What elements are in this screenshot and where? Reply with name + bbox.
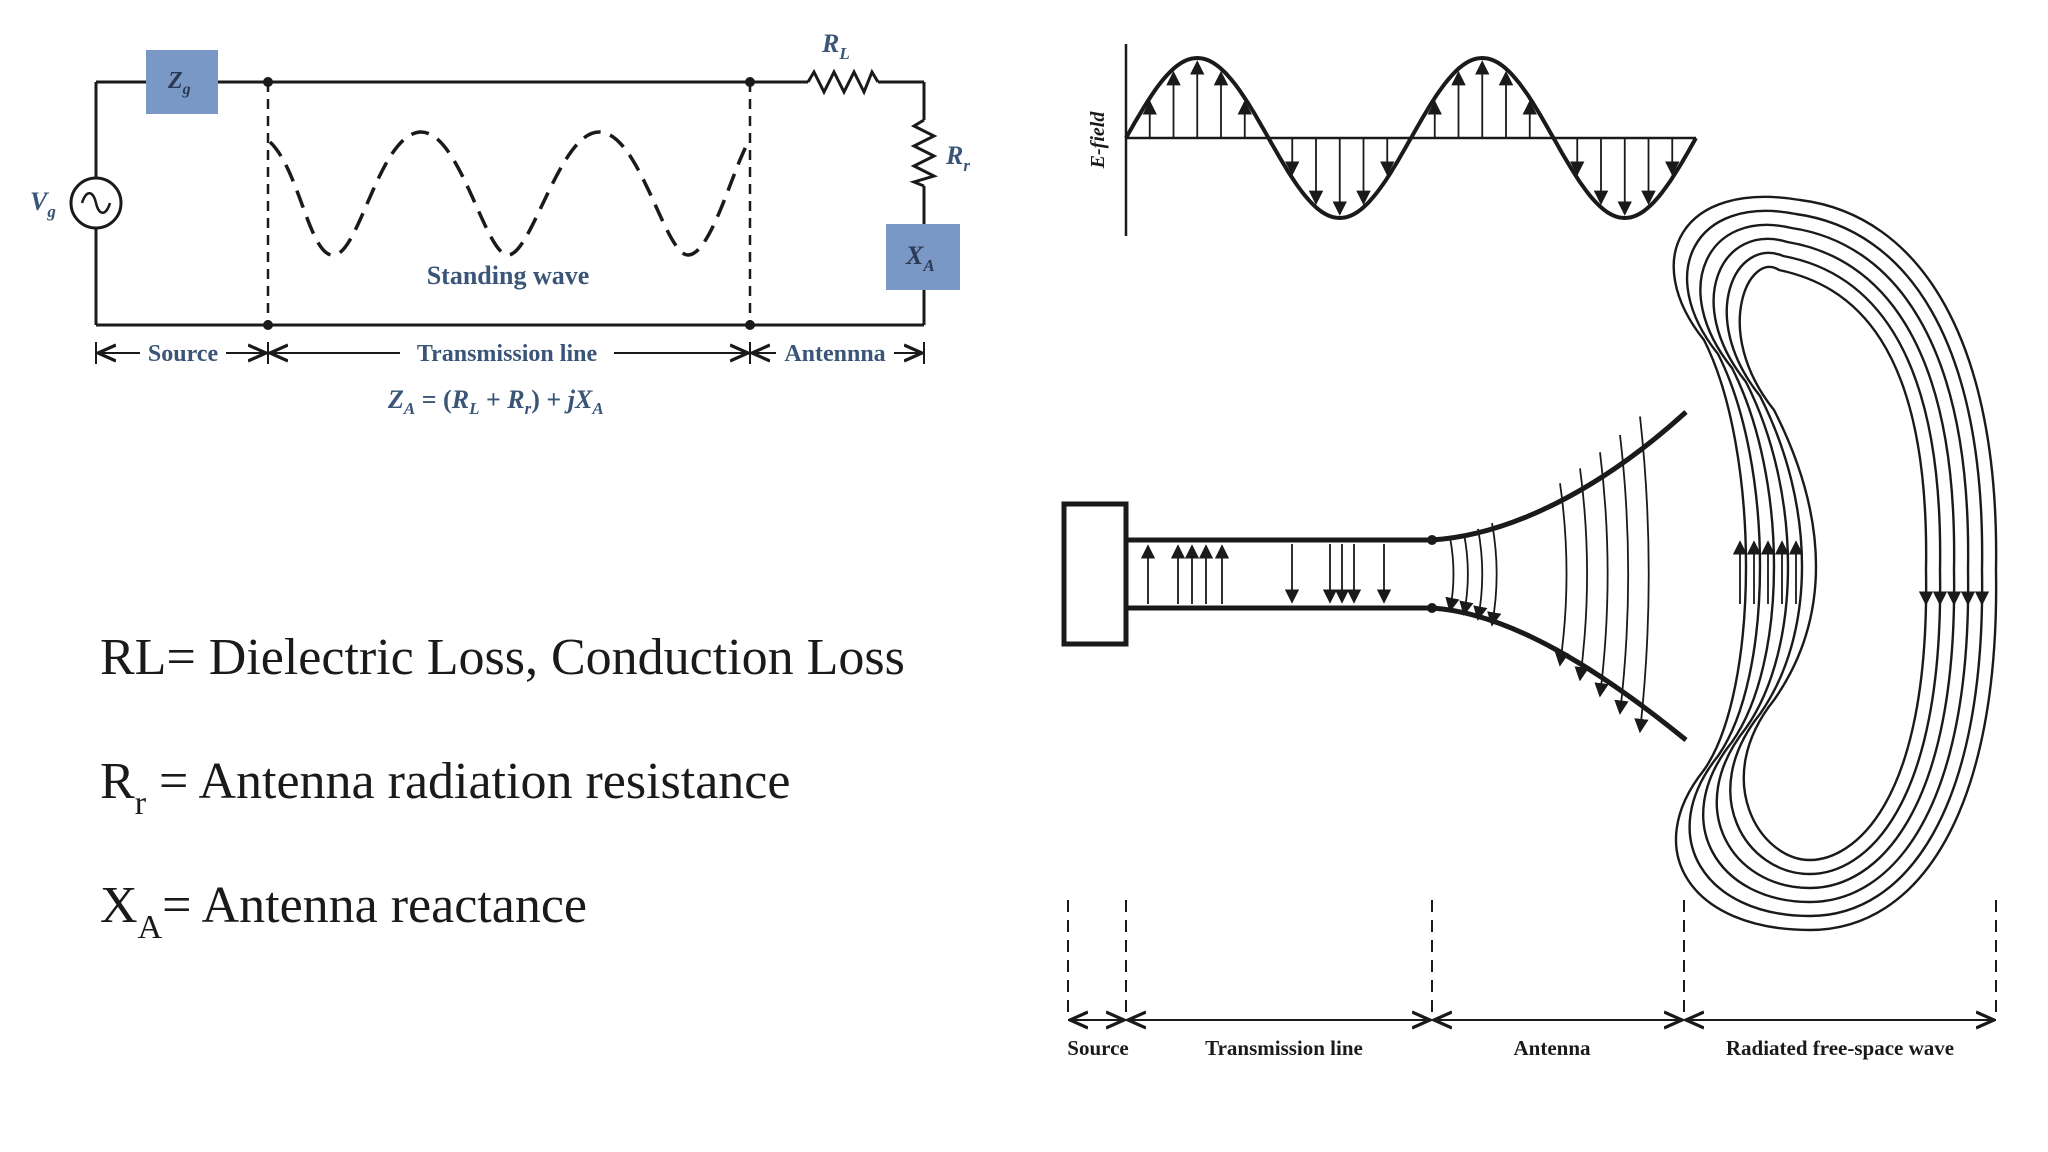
radiated-wave-loops — [1672, 195, 1998, 932]
radiated-loop — [1699, 223, 1970, 904]
definition-rl-text: RL= Dielectric Loss, Conduction Loss — [100, 629, 905, 686]
definition-rr: Rr = Antenna radiation resistance — [100, 753, 791, 821]
rr-resistor-symbol — [909, 118, 939, 188]
antenna-arc — [1634, 416, 1650, 734]
radiated-loop — [1712, 237, 1956, 890]
radiated-loop — [1738, 265, 1928, 862]
radiated-loop — [1725, 251, 1942, 876]
rr-label: Rr — [945, 141, 970, 175]
radiation-radiated-wave-label: Radiated free-space wave — [1726, 1036, 1954, 1060]
antenna-arc — [1554, 483, 1569, 667]
circuit-junctions — [263, 77, 755, 330]
antenna-arc — [1614, 434, 1630, 715]
definition-xa-subscript: A — [137, 909, 163, 946]
antenna-circuit-diagram: Vg Zg RL Rr XA Standing wave Source — [30, 29, 970, 418]
rl-resistor-symbol — [806, 68, 880, 96]
circuit-antenna-label: Antennna — [784, 341, 885, 367]
radiation-source-label: Source — [1067, 1036, 1128, 1060]
zg-impedance-box — [146, 50, 218, 114]
antenna-radiation-figure: E-field So — [1061, 44, 1998, 1060]
definition-xa-symbol: X — [100, 877, 138, 934]
circuit-source-label: Source — [148, 341, 219, 367]
antenna-arc — [1487, 522, 1502, 627]
antenna-arc — [1594, 452, 1609, 698]
radiation-antenna-label: Antenna — [1513, 1036, 1591, 1060]
definition-rl: RL= Dielectric Loss, Conduction Loss — [100, 632, 905, 684]
antenna-arc — [1574, 468, 1589, 682]
rl-label: RL — [821, 29, 850, 63]
antenna-arc — [1473, 528, 1488, 621]
efield-axis-label: E-field — [1087, 111, 1109, 170]
definition-rr-subscript: r — [134, 785, 147, 822]
circuit-transmission-line-label: Transmission line — [417, 341, 598, 367]
radiated-wave-arrows — [1732, 540, 1990, 606]
radiation-dimension-line — [1067, 900, 1997, 1020]
standing-wave-label: Standing wave — [427, 261, 590, 290]
antenna-arc — [1445, 537, 1460, 613]
definition-rr-symbol: R — [100, 753, 135, 810]
section-boundaries — [266, 82, 752, 325]
standing-wave-curve — [268, 130, 752, 257]
antenna-field-arcs — [1445, 416, 1650, 734]
definition-xa: XA= Antenna reactance — [100, 877, 587, 945]
transmission-line-field-arrows — [1140, 544, 1392, 604]
circuit-wires — [94, 80, 926, 327]
definition-rr-text: = Antenna radiation resistance — [146, 753, 791, 810]
radiation-transmission-line — [1126, 537, 1432, 611]
radiation-source-box — [1061, 501, 1129, 647]
circuit-dimension-line — [95, 342, 925, 364]
definition-xa-text: = Antenna reactance — [162, 877, 587, 934]
impedance-formula: ZA = (RL + Rr) + jXA — [387, 385, 604, 418]
ac-source-symbol — [69, 176, 123, 230]
efield-sine-plot — [1124, 44, 1698, 236]
xa-label: XA — [905, 241, 935, 275]
antenna-arc — [1459, 533, 1474, 616]
zg-label: Zg — [167, 68, 191, 98]
vg-label: Vg — [30, 187, 56, 221]
radiated-loop — [1672, 195, 1998, 932]
radiated-loop — [1685, 209, 1984, 918]
radiation-transmission-line-label: Transmission line — [1205, 1036, 1363, 1060]
xa-reactance-box — [886, 224, 960, 290]
